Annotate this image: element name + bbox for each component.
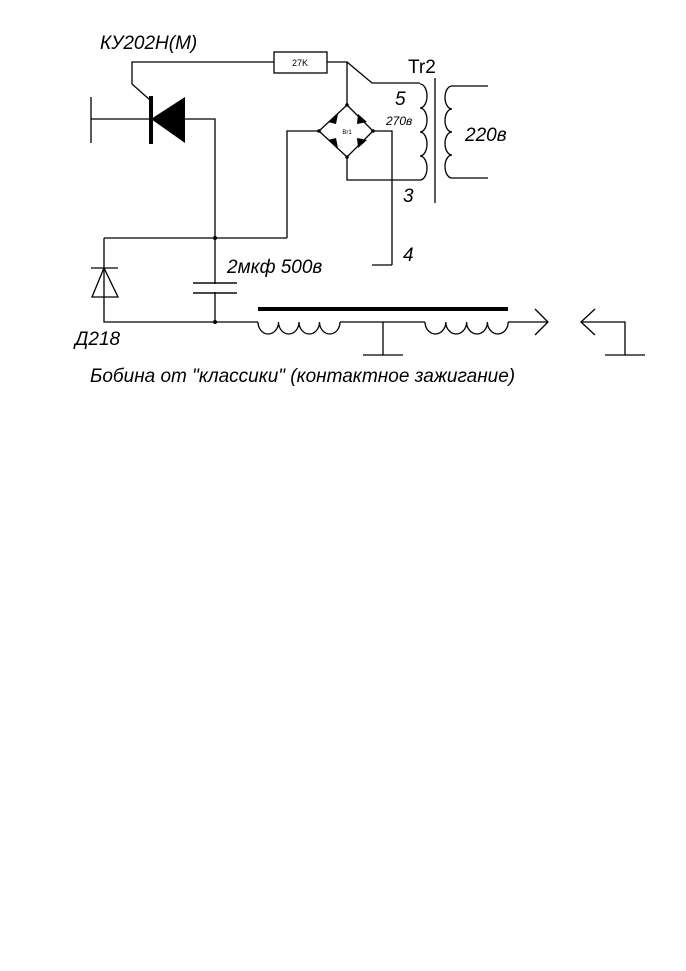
- coil-caption: Бобина от "классики" (контактное зажиган…: [90, 366, 515, 387]
- thyristor-symbol: [90, 61, 274, 322]
- resistor-label: 27K: [292, 58, 308, 68]
- bridge-label: Br1: [342, 130, 352, 136]
- pin-3-label: 3: [403, 186, 414, 207]
- diode-label: Д218: [73, 329, 121, 350]
- diode-bridge: [286, 103, 420, 266]
- ignition-coil-symbol: [257, 307, 645, 356]
- lower-circuit: [91, 236, 287, 324]
- capacitor-label: 2мкф 500в: [226, 257, 322, 278]
- secondary-voltage-label: 270в: [385, 114, 412, 128]
- resistor-symbol: [273, 51, 420, 105]
- primary-voltage-label: 220в: [464, 125, 507, 146]
- pin-4-label: 4: [403, 245, 414, 266]
- transformer-symbol: [419, 78, 488, 203]
- thyristor-label: КУ202Н(М): [100, 33, 197, 54]
- pin-5-label: 5: [395, 89, 406, 110]
- transformer-label: Tr2: [408, 57, 436, 78]
